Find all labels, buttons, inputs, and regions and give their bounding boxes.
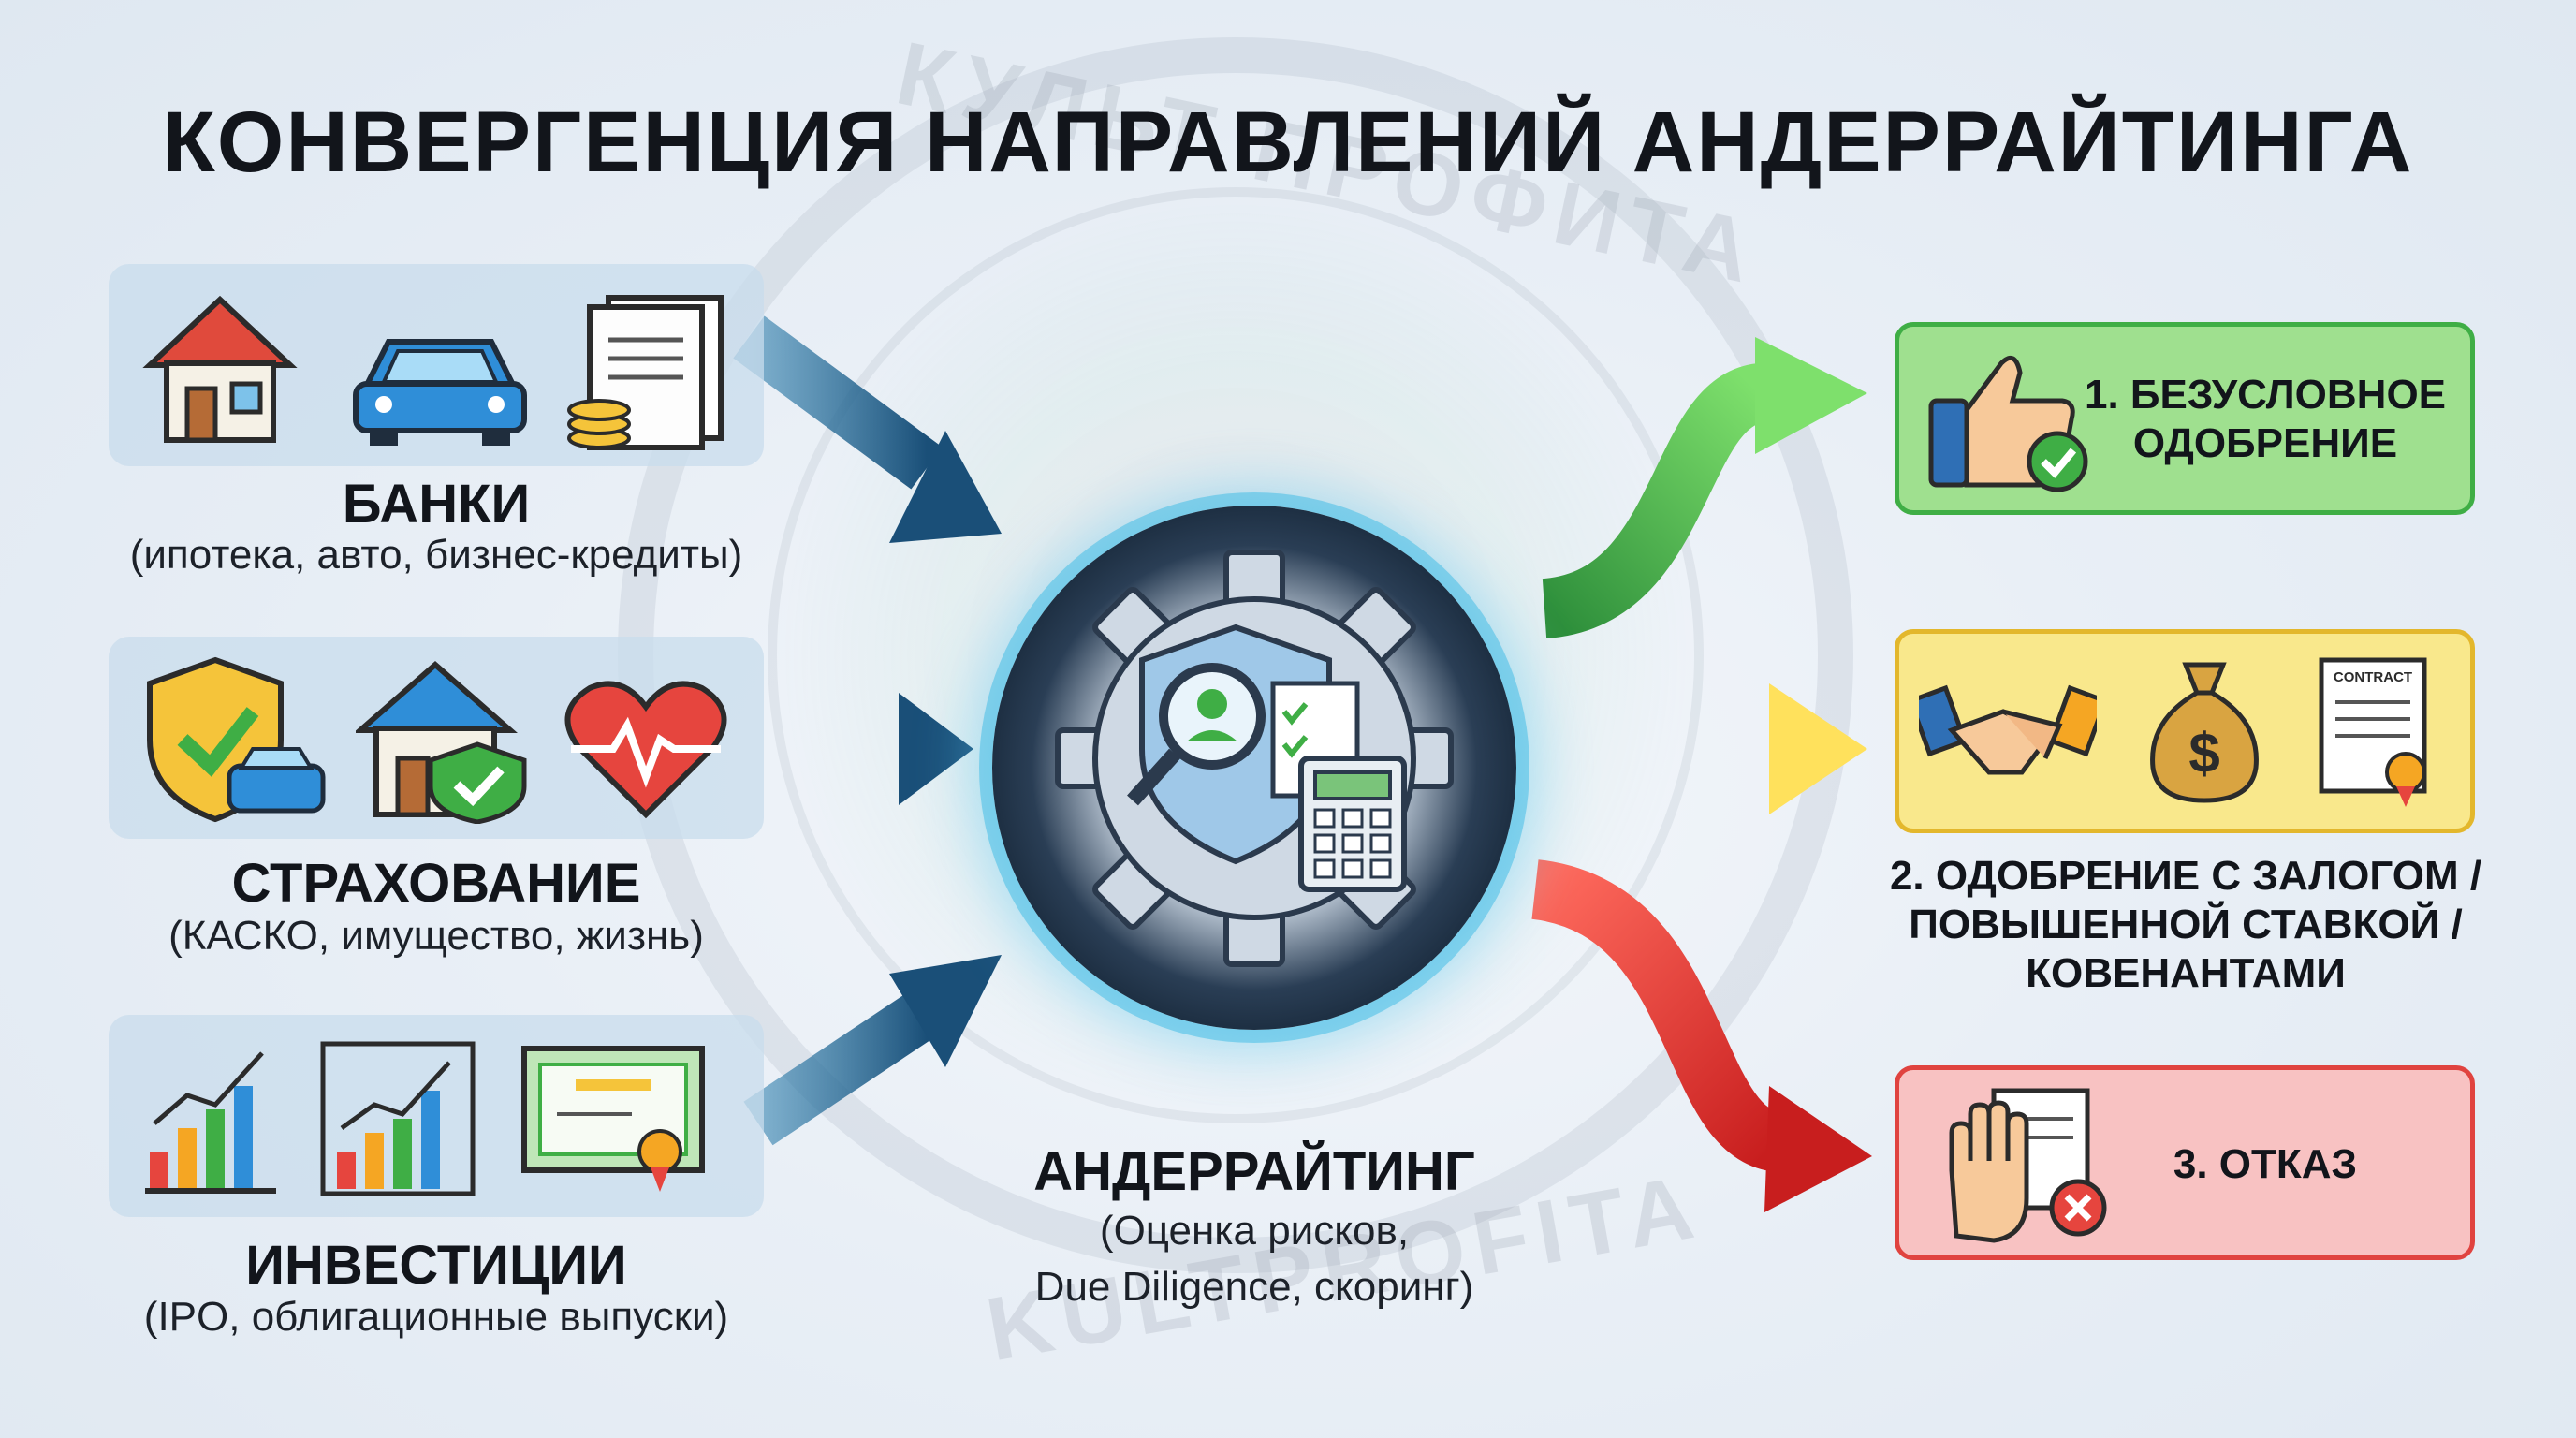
house-shield-icon [356, 661, 527, 824]
arrow-to-conditional [1573, 683, 1867, 814]
house-icon [142, 295, 298, 443]
outcome-conditional-line1: 2. ОДОБРЕНИЕ С ЗАЛОГОМ / [1889, 853, 2482, 899]
arrow-from-banks [733, 315, 1002, 543]
insurance-sub: (КАСКО, имущество, жизнь) [168, 913, 704, 959]
stop-hand-document-icon [1949, 1088, 2107, 1243]
arrow-from-insurance [768, 693, 973, 805]
insurance-label: СТРАХОВАНИЕ [231, 853, 641, 914]
arrow-to-reject [1530, 859, 1872, 1212]
thumbs-up-check-icon [1928, 355, 2088, 492]
svg-text:$: $ [2188, 722, 2219, 785]
heart-pulse-icon [564, 681, 727, 819]
contract-icon: CONTRACT [2319, 657, 2427, 807]
money-bag-icon: $ [2150, 662, 2259, 803]
arrow-from-investments [743, 955, 1002, 1146]
outcome-approval-line1: 1. БЕЗУСЛОВНОЕ [2084, 372, 2447, 418]
handshake-icon [1919, 684, 2097, 775]
bar-chart-growth-icon [320, 1041, 476, 1196]
page-title: КОНВЕРГЕНЦИЯ НАПРАВЛЕНИЙ АНДЕРРАЙТИНГА [162, 95, 2414, 190]
shield-car-icon [147, 656, 326, 823]
outcome-approval-line2: ОДОБРЕНИЕ [2132, 420, 2398, 466]
banks-label: БАНКИ [342, 474, 531, 535]
car-icon [353, 339, 527, 446]
outcome-reject-line1: 3. ОТКАЗ [2173, 1141, 2358, 1187]
investments-sub: (IPO, облигационные выпуски) [143, 1294, 729, 1340]
outcome-conditional-line3: КОВЕНАНТАМИ [2026, 950, 2346, 996]
contract-text: CONTRACT [2334, 669, 2412, 685]
banks-sub: (ипотека, авто, бизнес-кредиты) [129, 532, 743, 578]
certificate-icon [521, 1046, 705, 1192]
outcome-conditional-line2: ПОВЫШЕННОЙ СТАВКОЙ / [1909, 902, 2463, 947]
hub-sub-line2: Due Diligence, скоринг) [1034, 1264, 1474, 1310]
gear-shield-calculator-icon [1055, 550, 1454, 967]
documents-coins-icon [567, 295, 724, 450]
bar-chart-growth-icon [145, 1051, 276, 1194]
investments-label: ИНВЕСТИЦИИ [245, 1235, 627, 1296]
hub-sub-line1: (Оценка рисков, [1099, 1208, 1410, 1254]
arrow-to-approval [1541, 337, 1867, 638]
hub-label: АНДЕРРАЙТИНГ [1033, 1141, 1475, 1202]
